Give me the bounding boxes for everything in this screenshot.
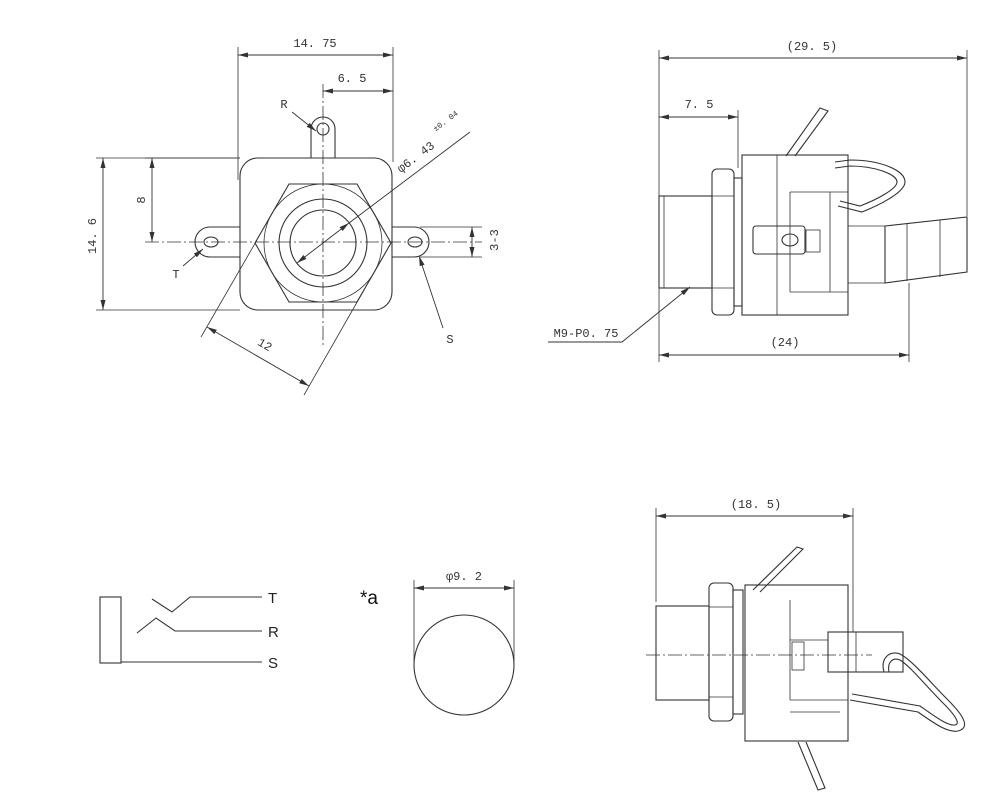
dim-slot-text: 3-3 <box>488 229 502 251</box>
bore-circle <box>289 209 357 277</box>
ring-leader <box>291 111 317 132</box>
side-view-alt: (18. 5) <box>646 498 966 791</box>
dim-body-length-text: (24) <box>771 336 800 350</box>
dim-bore-tolerance-text: ±0. 04 <box>432 109 461 134</box>
thread-spec-leader <box>548 286 691 343</box>
sleeve-leader <box>418 255 444 329</box>
nut-face-lines <box>712 195 734 289</box>
front-view: 14. 75 6. 5 R φ6. 43 ±0. 04 8 14. 6 3-3 … <box>86 37 502 396</box>
jack-body <box>741 154 849 316</box>
dim-thread-length-text: 7. 5 <box>685 98 714 112</box>
dim-line-across-flats <box>206 326 310 387</box>
top-lug-hole <box>316 122 330 136</box>
alt-extension-lines <box>655 508 854 632</box>
threaded-barrel <box>658 195 713 289</box>
alt-hex-nut <box>708 582 734 722</box>
dim-alt-overall-text: (18. 5) <box>731 498 781 512</box>
alt-washer <box>732 589 744 715</box>
flange-body <box>239 157 393 311</box>
across-flats-extension-lines <box>200 239 365 396</box>
dim-overall-text: (29. 5) <box>787 40 837 54</box>
alt-terminal-lines <box>847 632 857 672</box>
dim-bore-text: φ6. 43 <box>395 139 438 176</box>
bore-leader <box>348 131 471 224</box>
side-hex-nut <box>711 168 735 316</box>
body-detail-lines <box>776 155 848 315</box>
panel-hole-circle <box>413 614 515 716</box>
schematic-tip-label: T <box>268 590 277 607</box>
tip-contact-line <box>151 596 262 613</box>
alt-spring-wire <box>849 652 966 732</box>
alt-body-detail-lines <box>789 600 848 713</box>
alt-threaded-barrel <box>655 605 710 701</box>
left-lug <box>194 226 240 258</box>
sleeve-bar <box>99 596 122 664</box>
ring-contact-line <box>136 617 262 634</box>
terminal-lug <box>752 225 806 255</box>
dim-width-text: 14. 75 <box>293 37 336 51</box>
panel-hole: *a φ9. 2 <box>360 570 515 716</box>
tip-leader <box>182 248 204 267</box>
terminal-contact <box>805 229 821 253</box>
right-lug <box>392 226 430 258</box>
alt-nut-face-lines <box>709 606 733 698</box>
bushing-circle <box>278 198 368 288</box>
schematic-symbol: T R S <box>99 590 279 672</box>
alt-terminal-slot <box>791 641 805 671</box>
ring-label: R <box>280 98 287 112</box>
washer-circle <box>263 183 383 303</box>
terminal-lug-hole <box>781 233 799 247</box>
schematic-ring-label: R <box>268 624 279 641</box>
side-washer <box>733 177 743 307</box>
front-centerlines <box>145 84 482 348</box>
tip-label: T <box>172 268 179 282</box>
sleeve-terminal-lines <box>848 220 941 284</box>
panel-hole-extension-lines <box>413 580 515 665</box>
alt-spring-wire-inner <box>851 658 958 726</box>
alt-spring-top <box>752 546 805 593</box>
side-view: (29. 5) 7. 5 (24) M9-P0. 75 <box>548 40 968 362</box>
hex-nut <box>254 183 392 303</box>
left-lug-slot <box>203 236 219 248</box>
sleeve-terminal <box>884 216 968 284</box>
dim-lug-offset-text: 6. 5 <box>338 72 367 86</box>
dim-across-flats-text: 12 <box>255 336 274 355</box>
dim-lug-height-text: 8 <box>135 196 149 203</box>
thread-spec-text: M9-P0. 75 <box>554 327 619 341</box>
spring-clip-outer <box>834 159 906 213</box>
panel-hole-note: *a <box>360 588 378 609</box>
alt-spring-bottom <box>797 741 826 791</box>
dim-panel-hole-text: φ9. 2 <box>446 570 482 584</box>
spring-clip-inner <box>834 165 898 207</box>
dim-height-text: 14. 6 <box>86 218 100 254</box>
spring-contact-top <box>785 107 829 157</box>
alt-jack-body <box>744 584 849 742</box>
sleeve-label: S <box>446 333 453 347</box>
schematic-sleeve-label: S <box>268 655 278 672</box>
dim-line-bore <box>296 222 350 264</box>
right-lug-slot <box>407 236 423 248</box>
alt-terminal <box>827 631 904 673</box>
